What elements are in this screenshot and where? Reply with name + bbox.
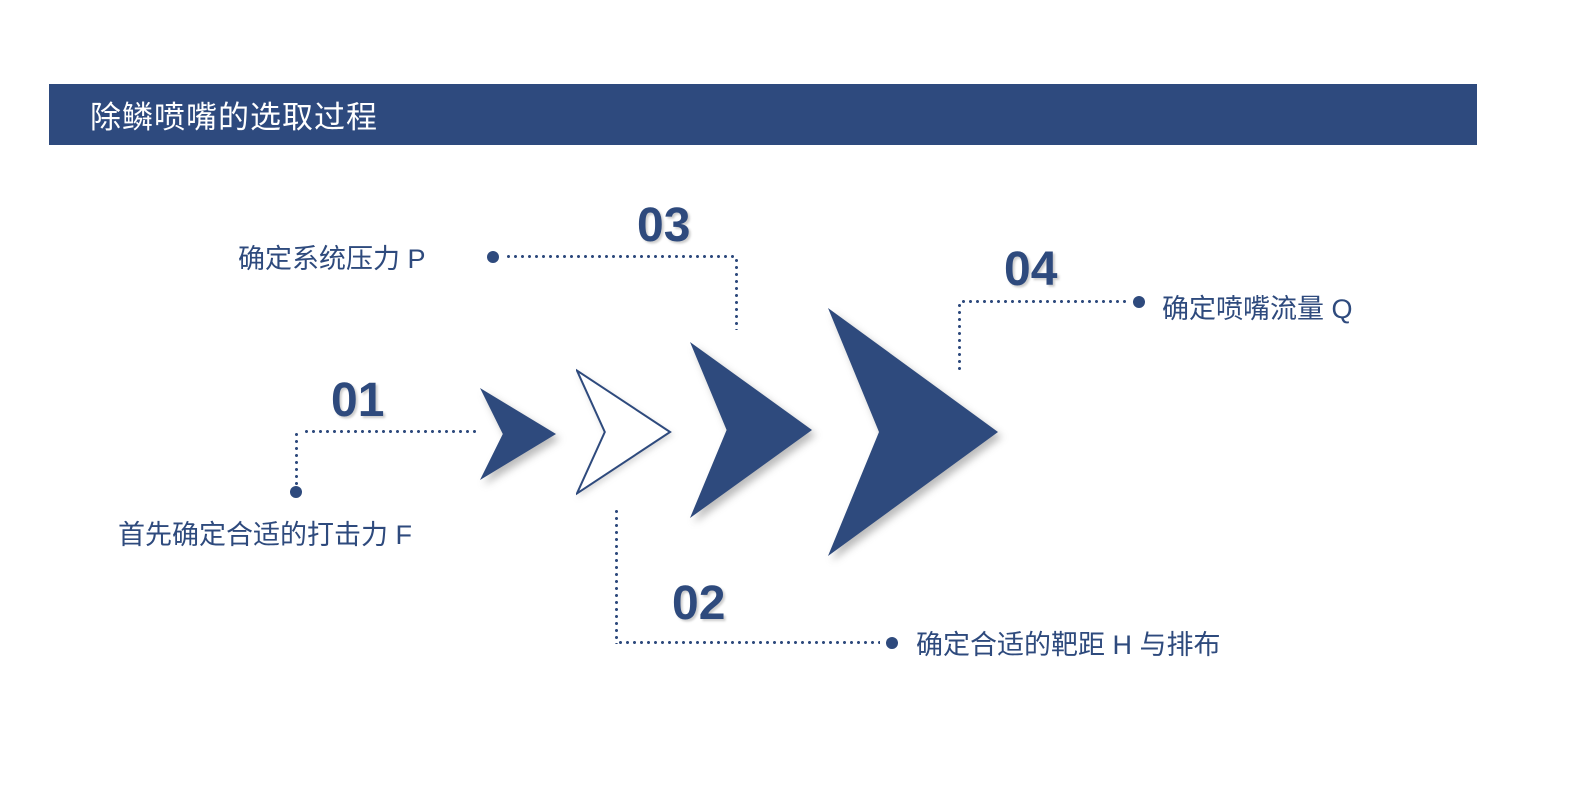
step-04-connector-horizontal	[960, 300, 1130, 303]
step-02-connector-vertical	[615, 508, 618, 644]
chevron-arrow-step3-icon	[690, 342, 812, 518]
step-03-connector-horizontal	[505, 255, 737, 258]
step-04-number: 04	[1004, 243, 1058, 296]
title-bar: 除鳞喷嘴的选取过程	[49, 84, 1477, 145]
chevron-arrow-step2-outline-icon	[576, 368, 672, 496]
step-03-label: 确定系统压力 P	[238, 244, 426, 274]
step-01-number: 01	[331, 374, 385, 427]
slide-title: 除鳞喷嘴的选取过程	[90, 100, 378, 135]
step-04-connector-vertical	[958, 302, 961, 372]
step-01-connector-vertical	[295, 431, 298, 487]
step-03-number: 03	[637, 199, 691, 252]
step-02-label: 确定合适的靶距 H 与排布	[916, 630, 1221, 660]
step-02-connector-horizontal	[617, 641, 880, 644]
chevron-arrow-step4-icon	[828, 308, 998, 556]
step-01-dot	[290, 486, 302, 498]
step-03-connector-vertical	[735, 257, 738, 330]
step-04-dot	[1133, 296, 1145, 308]
step-01-connector-horizontal	[303, 430, 477, 433]
step-04-label: 确定喷嘴流量 Q	[1162, 294, 1353, 324]
step-03-dot	[487, 251, 499, 263]
step-02-dot	[886, 637, 898, 649]
chevron-arrow-step1-icon	[480, 388, 556, 480]
step-02-number: 02	[672, 577, 726, 630]
step-01-label: 首先确定合适的打击力 F	[118, 520, 412, 550]
